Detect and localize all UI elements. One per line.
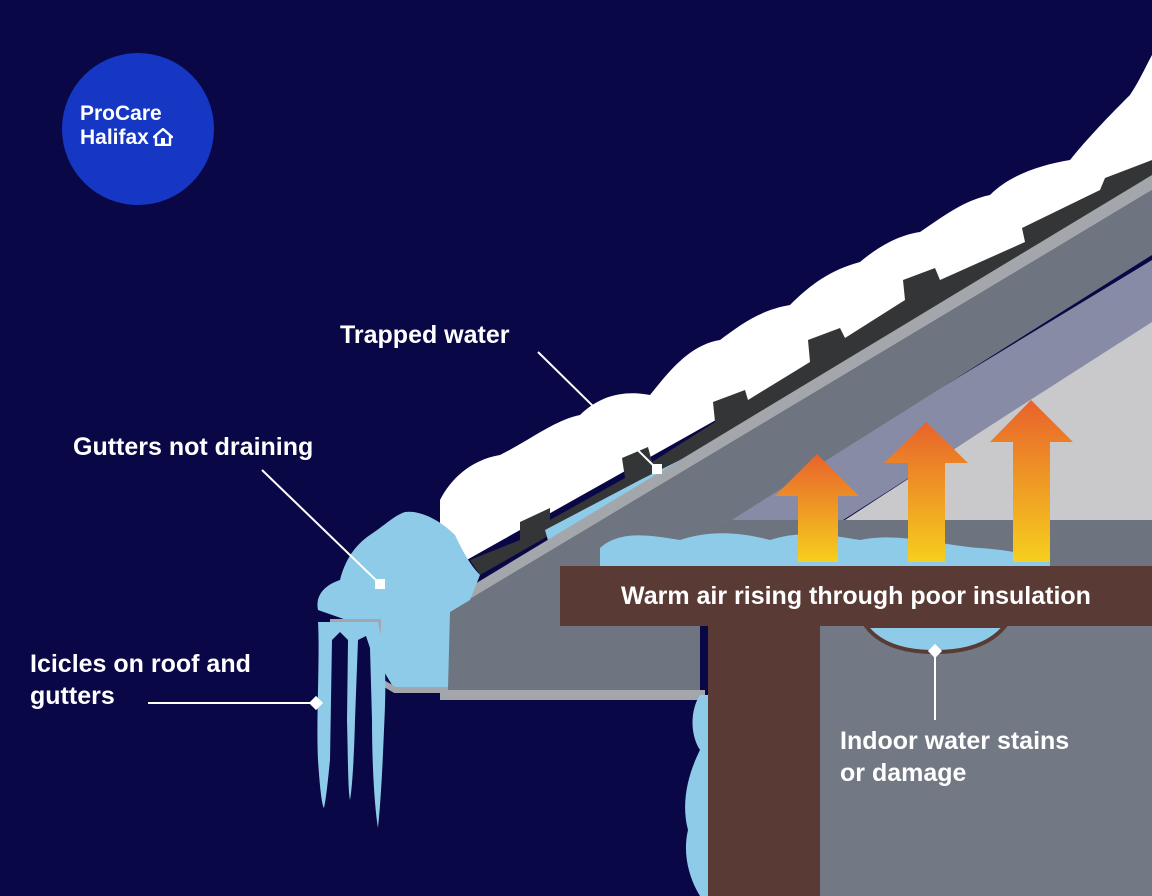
roof-fascia-trim xyxy=(440,175,1152,700)
wall-water-stain xyxy=(685,695,712,896)
gutter-ice-dam xyxy=(317,511,480,690)
gutters-leader xyxy=(261,469,381,585)
trapped-water-leader xyxy=(537,351,658,470)
indoor-water-stains-label: Indoor water stains or damage xyxy=(840,725,1069,789)
icicles-label-line-1: Icicles on roof and xyxy=(30,650,251,678)
warm-air-arrow-1 xyxy=(775,454,859,562)
trapped-water-label: Trapped water xyxy=(340,321,510,349)
logo-line-2: Halifax xyxy=(80,126,173,150)
gutters-not-draining-label: Gutters not draining xyxy=(73,433,314,461)
icicles-label-line-2: gutters xyxy=(30,682,115,710)
snow-on-roof xyxy=(440,55,1152,575)
trapped-water-marker xyxy=(652,464,662,474)
warm-air-label: Warm air rising through poor insulation xyxy=(621,581,1091,610)
icicles-label: Icicles on roof and gutters xyxy=(30,648,251,712)
stains-marker xyxy=(927,643,943,659)
wall-post xyxy=(708,622,820,896)
warm-air-arrow-2 xyxy=(884,422,968,562)
ceiling-beam xyxy=(560,566,1152,626)
logo-line-2-text: Halifax xyxy=(80,126,149,149)
logo-line-1: ProCare xyxy=(80,102,162,125)
gutters-marker xyxy=(375,579,385,589)
stains-label-line-2: or damage xyxy=(840,759,967,787)
procare-halifax-logo: ProCare Halifax xyxy=(62,53,214,205)
stains-label-line-1: Indoor water stains xyxy=(840,727,1070,755)
logo-text: ProCare Halifax xyxy=(80,102,173,150)
roof-shingles xyxy=(470,160,1152,575)
warm-air-arrow-3 xyxy=(990,400,1073,562)
icicles-marker xyxy=(308,695,324,711)
icicles xyxy=(317,620,386,828)
house-icon xyxy=(152,128,173,146)
